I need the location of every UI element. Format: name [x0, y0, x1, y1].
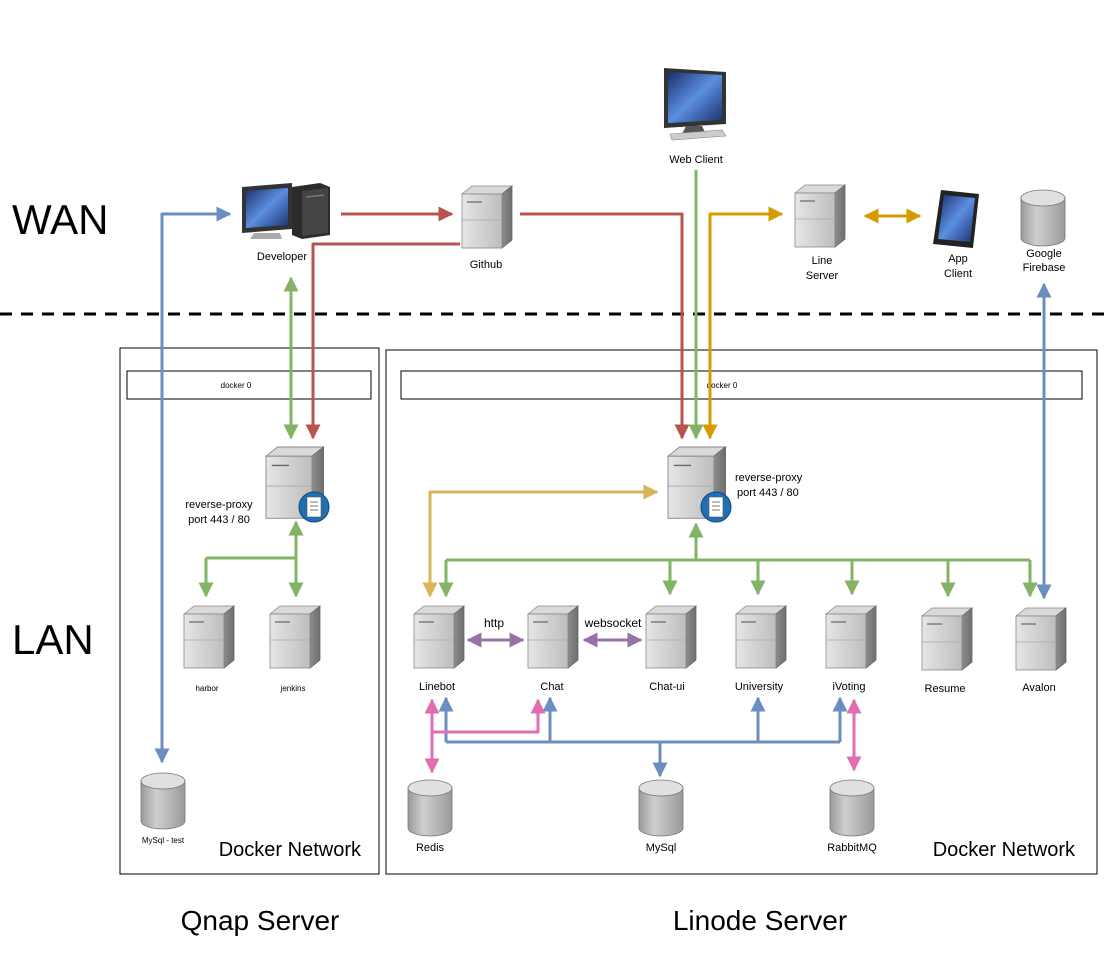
monitor-icon — [664, 68, 727, 141]
edge-developer-mysql-test — [154, 206, 232, 764]
developer-label: Developer — [257, 251, 307, 263]
tablet-icon — [933, 190, 979, 248]
server-icon — [645, 605, 697, 669]
server-icon — [794, 184, 846, 248]
server-icon — [825, 605, 877, 669]
redis-node: Redis — [407, 779, 453, 854]
mysql-node: MySql — [638, 779, 684, 854]
app-client-label-2: Client — [944, 268, 972, 280]
qnap-server-label: Qnap Server — [181, 905, 340, 936]
qnap-docker-network-label: Docker Network — [219, 839, 362, 861]
workstation-icon — [242, 183, 330, 239]
server-icon — [413, 605, 465, 669]
server-icon — [1015, 607, 1067, 671]
web-client-node: Web Client — [664, 68, 727, 166]
university-node: University — [735, 605, 787, 693]
app-client-node: App Client — [933, 190, 979, 280]
linode-docker0-bridge — [400, 370, 1083, 400]
rabbitmq-label: RabbitMQ — [827, 842, 877, 854]
university-label: University — [735, 681, 784, 693]
web-client-label: Web Client — [669, 154, 723, 166]
avalon-label: Avalon — [1022, 682, 1055, 694]
edge-qnap-proxy-bus — [206, 522, 296, 560]
linebot-node: Linebot — [413, 605, 465, 693]
qnap-proxy-label-1: reverse-proxy — [185, 499, 253, 511]
linode-proxy-label-2: port 443 / 80 — [737, 487, 799, 499]
avalon-node: Avalon — [1015, 607, 1067, 694]
linode-server-label: Linode Server — [673, 905, 847, 936]
database-icon — [829, 779, 875, 837]
resume-node: Resume — [921, 607, 973, 695]
edge-github-linode-proxy — [520, 212, 690, 440]
firebase-node: Google Firebase — [1020, 189, 1066, 274]
edge-github-qnap-proxy — [305, 242, 460, 440]
ivoting-label: iVoting — [832, 681, 865, 693]
app-client-label-1: App — [948, 253, 968, 265]
linebot-label: Linebot — [419, 681, 455, 693]
jenkins-label: jenkins — [280, 684, 306, 693]
mysql-test-node: MySql - test — [140, 772, 186, 845]
qnap-docker-network-box — [119, 347, 380, 875]
rabbitmq-node: RabbitMQ — [827, 779, 877, 854]
server-icon — [921, 607, 973, 671]
linode-reverse-proxy-node: reverse-proxy port 443 / 80 — [667, 446, 803, 523]
mysql-label: MySql — [646, 842, 677, 854]
chat-ui-label: Chat-ui — [649, 681, 684, 693]
resume-label: Resume — [925, 683, 966, 695]
mysql-test-label: MySql - test — [142, 836, 185, 845]
proxy-server-icon — [265, 446, 330, 523]
database-icon — [638, 779, 684, 837]
firebase-label-1: Google — [1026, 248, 1061, 260]
server-icon — [735, 605, 787, 669]
lan-zone-label: LAN — [12, 616, 94, 663]
http-edge-label: http — [484, 616, 504, 630]
database-icon — [140, 772, 186, 830]
jenkins-node: jenkins — [269, 605, 321, 693]
line-server-node: Line Server — [794, 184, 846, 282]
developer-node: Developer — [242, 183, 330, 263]
linode-proxy-label-1: reverse-proxy — [735, 472, 803, 484]
edge-linode-proxy-linebot — [422, 484, 659, 598]
github-node: Github — [461, 185, 513, 271]
chat-label: Chat — [540, 681, 563, 693]
wan-zone-label: WAN — [12, 196, 108, 243]
edge-lineserver-linode-proxy — [702, 206, 784, 440]
server-icon — [527, 605, 579, 669]
server-icon — [183, 605, 235, 669]
line-server-label-2: Server — [806, 270, 839, 282]
linode-docker-network-label: Docker Network — [933, 839, 1076, 861]
server-icon — [461, 185, 513, 249]
server-icon — [269, 605, 321, 669]
proxy-server-icon — [667, 446, 732, 523]
line-server-label-1: Line — [812, 255, 833, 267]
harbor-node: harbor — [183, 605, 235, 693]
qnap-docker0-label: docker 0 — [221, 381, 252, 390]
chat-node: Chat — [527, 605, 579, 693]
edge-linode-proxy-bus — [446, 524, 1030, 562]
qnap-reverse-proxy-node: reverse-proxy port 443 / 80 — [185, 446, 330, 526]
harbor-label: harbor — [195, 684, 218, 693]
database-icon — [1020, 189, 1066, 247]
database-icon — [407, 779, 453, 837]
github-label: Github — [470, 259, 502, 271]
ivoting-node: iVoting — [825, 605, 877, 693]
qnap-proxy-label-2: port 443 / 80 — [188, 514, 250, 526]
firebase-label-2: Firebase — [1023, 262, 1066, 274]
chat-ui-node: Chat-ui — [645, 605, 697, 693]
edge-redis-chat — [432, 698, 546, 734]
websocket-edge-label: websocket — [584, 616, 642, 630]
redis-label: Redis — [416, 842, 445, 854]
